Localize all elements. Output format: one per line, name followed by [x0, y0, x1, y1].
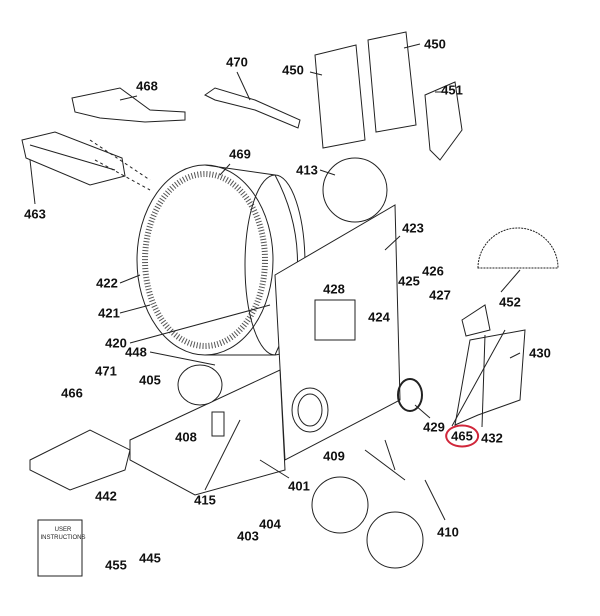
- callout-466[interactable]: 466: [61, 385, 83, 401]
- leader-lines: [29, 43, 521, 491]
- motor-405: [177, 364, 223, 406]
- callout-450[interactable]: 450: [282, 62, 304, 78]
- callout-420[interactable]: 420: [105, 335, 127, 351]
- callout-404[interactable]: 404: [259, 516, 281, 532]
- callout-452[interactable]: 452: [499, 294, 521, 310]
- duct-451: [424, 81, 463, 161]
- callout-403[interactable]: 403: [237, 528, 259, 544]
- duct-468: [71, 87, 186, 123]
- manual-cover-text: USER INSTRUCTIONS: [40, 527, 86, 541]
- callout-401[interactable]: 401: [288, 478, 310, 494]
- callout-430[interactable]: 430: [529, 345, 551, 361]
- manual-455: [37, 519, 83, 577]
- callout-442[interactable]: 442: [95, 488, 117, 504]
- blower-wheels: [311, 439, 446, 569]
- housing-452: [461, 304, 491, 337]
- callout-428[interactable]: 428: [323, 281, 345, 297]
- callout-408[interactable]: 408: [175, 429, 197, 445]
- callout-421[interactable]: 421: [98, 305, 120, 321]
- callout-450[interactable]: 450: [424, 36, 446, 52]
- callout-432[interactable]: 432: [481, 430, 503, 446]
- capacitor-408: [211, 411, 225, 437]
- callout-405[interactable]: 405: [139, 372, 161, 388]
- callout-425[interactable]: 425: [398, 273, 420, 289]
- callout-422[interactable]: 422: [96, 275, 118, 291]
- callout-469[interactable]: 469: [229, 146, 251, 162]
- harness-470: [204, 87, 301, 129]
- callout-463[interactable]: 463: [24, 206, 46, 222]
- rear-panel-423: [274, 204, 401, 461]
- callout-451[interactable]: 451: [441, 82, 463, 98]
- panel-450: [314, 31, 417, 149]
- callout-409[interactable]: 409: [323, 448, 345, 464]
- callout-448[interactable]: 448: [125, 344, 147, 360]
- seal-429: [397, 378, 423, 412]
- callout-455[interactable]: 455: [105, 557, 127, 573]
- cover-466: [29, 429, 131, 491]
- callout-426[interactable]: 426: [422, 263, 444, 279]
- callout-413[interactable]: 413: [296, 162, 318, 178]
- callout-468[interactable]: 468: [136, 78, 158, 94]
- callout-445[interactable]: 445: [139, 550, 161, 566]
- callout-415[interactable]: 415: [194, 492, 216, 508]
- callout-427[interactable]: 427: [429, 287, 451, 303]
- detail-circle-413: [322, 157, 388, 223]
- drum-469: [136, 164, 306, 356]
- base-401: [129, 369, 286, 496]
- callout-470[interactable]: 470: [226, 54, 248, 70]
- fan-guard-452: [477, 227, 559, 269]
- callout-465-highlighted[interactable]: 465: [445, 424, 479, 448]
- heater-430: [454, 329, 526, 426]
- filter-463: [21, 131, 126, 186]
- callout-423[interactable]: 423: [402, 220, 424, 236]
- callout-424[interactable]: 424: [368, 309, 390, 325]
- callout-410[interactable]: 410: [437, 524, 459, 540]
- callout-471[interactable]: 471: [95, 363, 117, 379]
- callout-429[interactable]: 429: [423, 419, 445, 435]
